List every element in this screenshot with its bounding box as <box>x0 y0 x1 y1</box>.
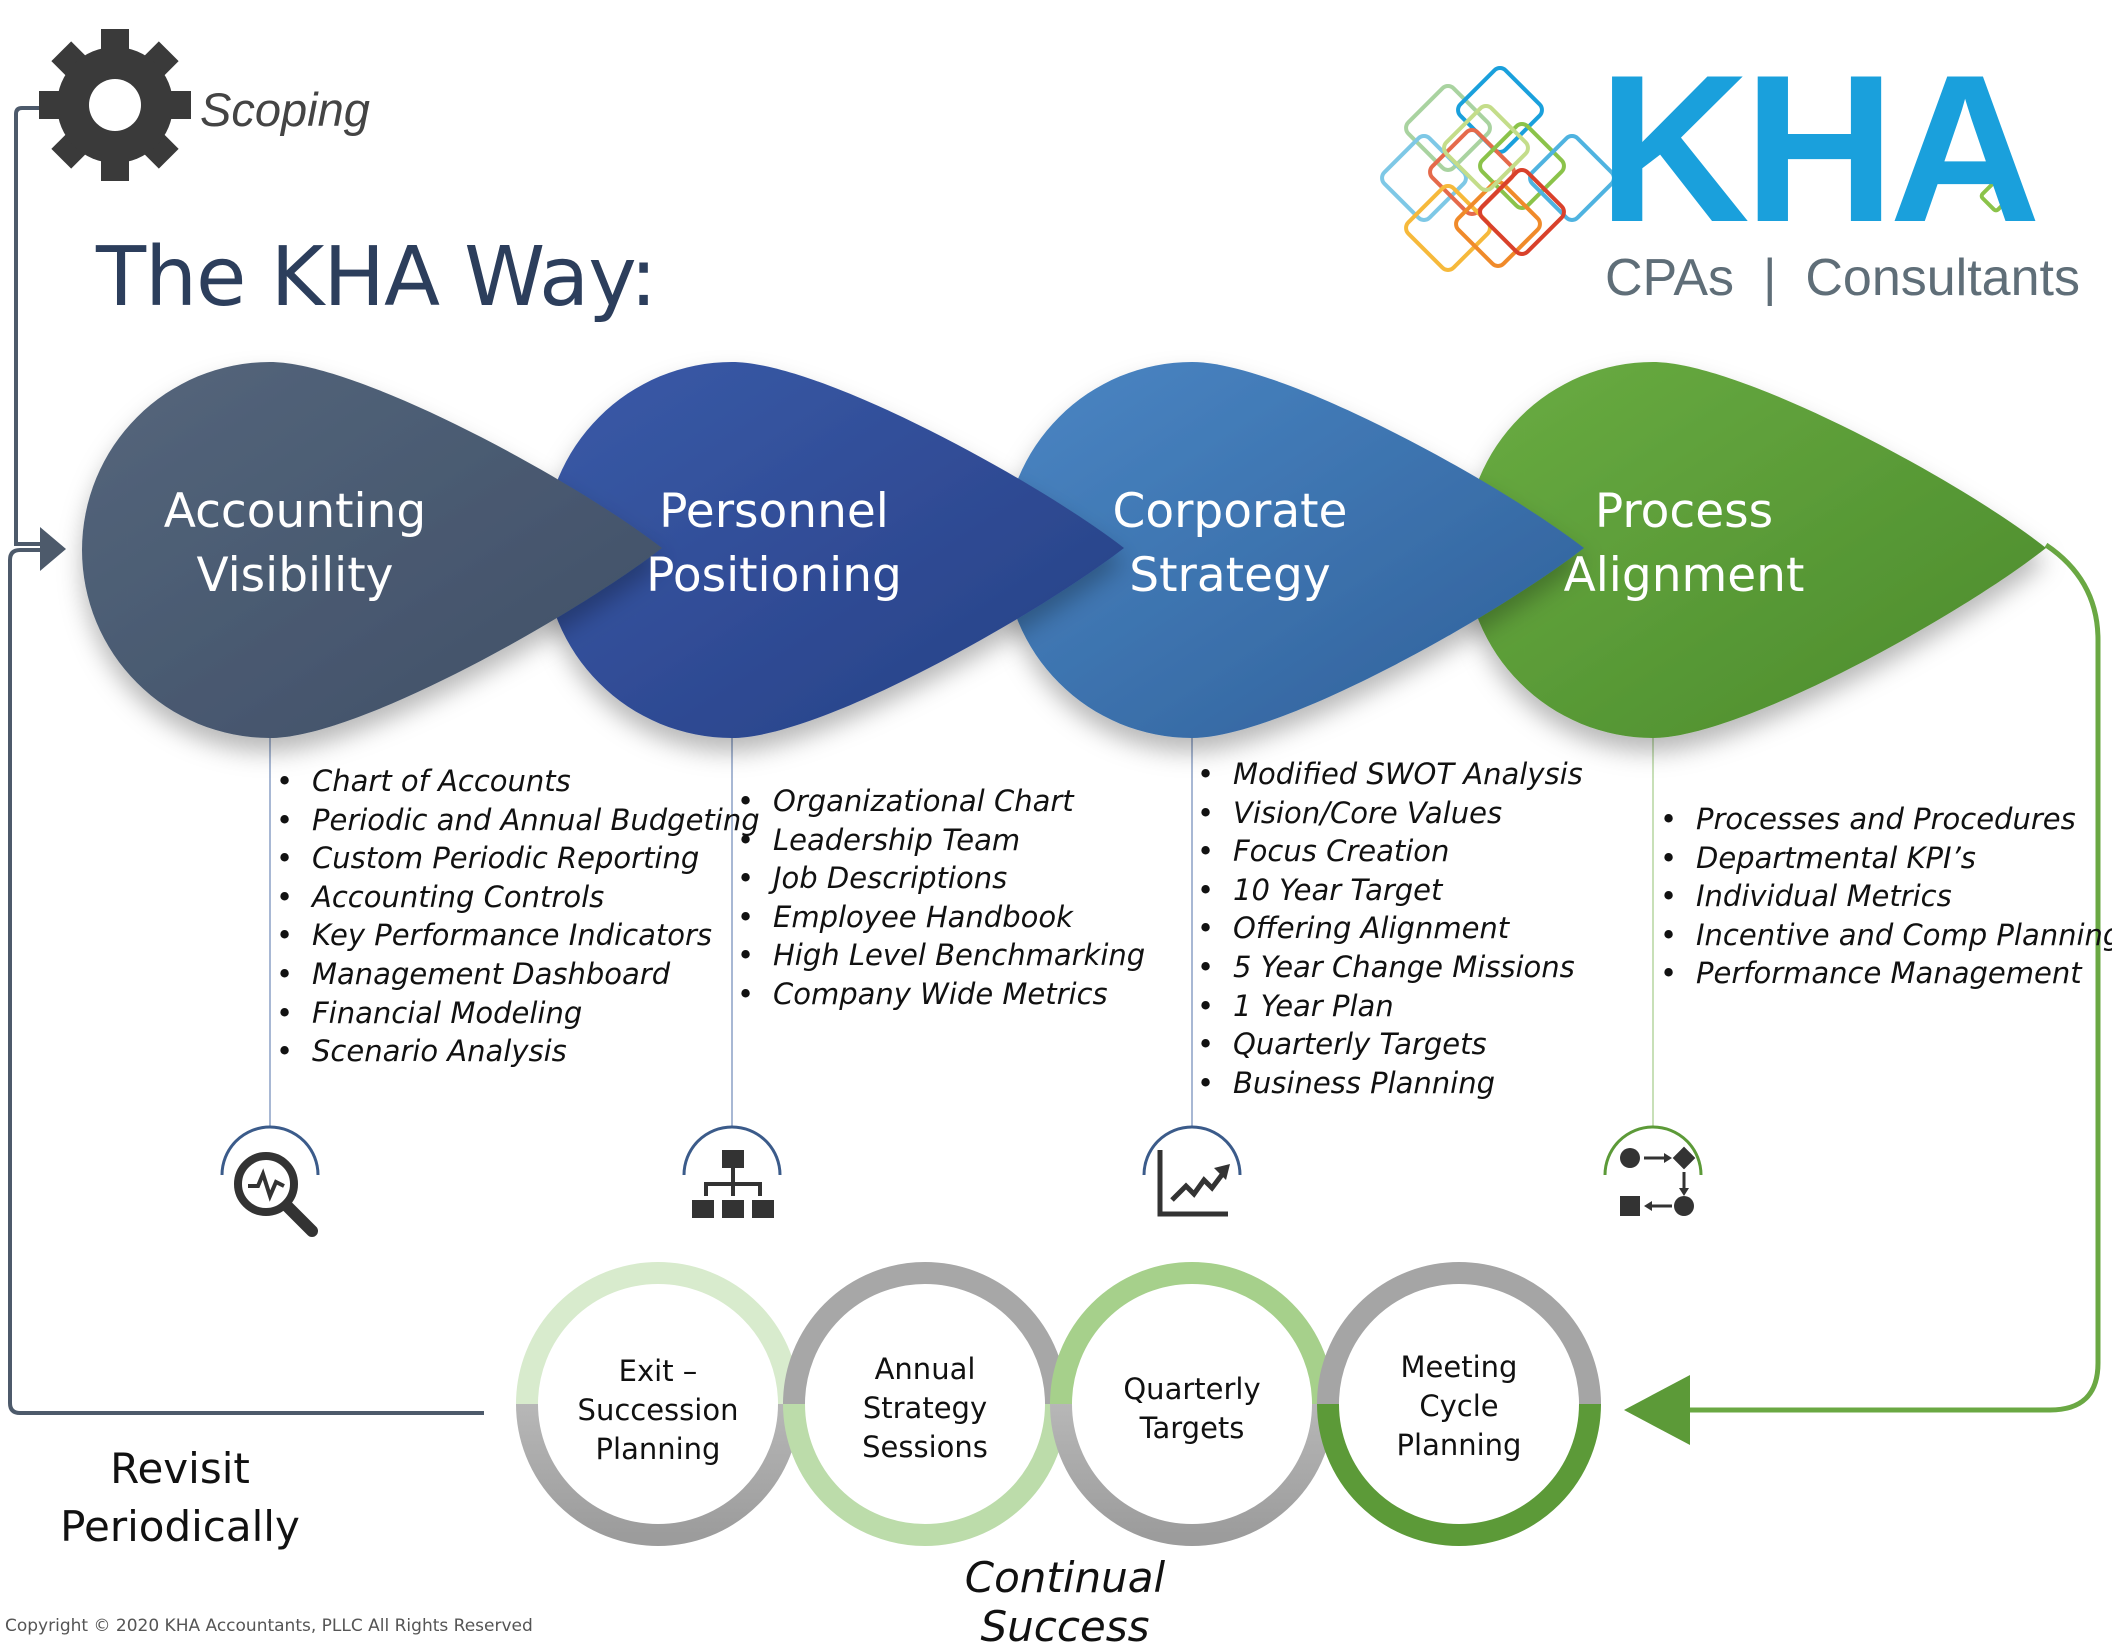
process-flow-icon <box>1620 1146 1696 1216</box>
list-item: Custom Periodic Reporting <box>276 839 760 878</box>
list-item: 5 Year Change Missions <box>1197 948 1583 987</box>
list-item: Financial Modeling <box>276 994 760 1033</box>
cycle-label-line: Sessions <box>862 1430 988 1464</box>
cycle-label-line: Annual <box>874 1352 976 1386</box>
stage-label-line: Positioning <box>646 548 902 603</box>
list-item: Offering Alignment <box>1197 909 1583 948</box>
stage-label-line: Accounting <box>163 484 427 539</box>
list-item: Job Descriptions <box>737 859 1145 898</box>
stage-shape-accounting <box>82 362 662 738</box>
cycle-label-line: Cycle <box>1419 1389 1499 1423</box>
copyright-notice: Copyright © 2020 KHA Accountants, PLLC A… <box>5 1616 533 1636</box>
analytics-magnifier-icon <box>234 1152 318 1237</box>
cycle-label-line: Quarterly <box>1123 1372 1261 1406</box>
scoping-loop-line <box>14 106 52 546</box>
list-item: Employee Handbook <box>737 898 1145 937</box>
revisit-line: Periodically <box>60 1502 300 1551</box>
stage-label-process: Process Alignment <box>1474 480 1894 608</box>
return-arrowhead <box>1624 1375 1690 1445</box>
stage-shape-process <box>1465 362 2046 738</box>
stage-label-line: Process <box>1594 484 1774 539</box>
stage-label-line: Visibility <box>196 548 394 603</box>
cycle-label-line: Succession <box>577 1393 739 1427</box>
gear-icon <box>39 29 191 181</box>
list-item: Vision/Core Values <box>1197 794 1583 833</box>
cycle-ring-4-bottom <box>1317 1403 1601 1546</box>
accounting-deliverables-list: Chart of Accounts Periodic and Annual Bu… <box>276 762 760 1071</box>
cycle-label-exit-succession: Exit – Succession Planning <box>558 1352 758 1469</box>
stage-shape-personnel <box>544 362 1124 738</box>
list-item: Focus Creation <box>1197 832 1583 871</box>
cycle-ring-2-bottom <box>783 1403 1067 1546</box>
list-item: Performance Management <box>1660 954 2112 993</box>
list-item: Chart of Accounts <box>276 762 760 801</box>
scoping-arrowhead <box>40 527 66 571</box>
growth-chart-icon <box>1157 1150 1230 1217</box>
kha-logo-text: KHA <box>1598 31 2041 266</box>
cycle-ring-1-bottom <box>516 1403 800 1546</box>
process-deliverables-list: Processes and Procedures Departmental KP… <box>1660 800 2112 993</box>
stage-label-line: Corporate <box>1112 484 1348 539</box>
cycle-label-line: Exit – <box>618 1354 698 1388</box>
stage-label-corporate: Corporate Strategy <box>1020 480 1440 608</box>
cycle-label-meeting-cycle: Meeting Cycle Planning <box>1359 1348 1559 1465</box>
list-item: High Level Benchmarking <box>737 936 1145 975</box>
list-item: Leadership Team <box>737 821 1145 860</box>
list-item: Key Performance Indicators <box>276 916 760 955</box>
list-item: Modified SWOT Analysis <box>1197 755 1583 794</box>
stage-label-line: Alignment <box>1563 548 1805 603</box>
cycle-label-line: Meeting <box>1400 1350 1518 1384</box>
list-item: Management Dashboard <box>276 955 760 994</box>
cycle-rings <box>516 1262 1601 1546</box>
cycle-label-line: Strategy <box>862 1391 988 1425</box>
personnel-deliverables-list: Organizational Chart Leadership Team Job… <box>737 782 1145 1014</box>
revisit-periodically-label: Revisit Periodically <box>40 1440 320 1556</box>
list-item: Organizational Chart <box>737 782 1145 821</box>
icon-arc-personnel <box>682 1125 782 1176</box>
stage-label-personnel: Personnel Positioning <box>564 480 984 608</box>
kha-logo-mark <box>1380 66 2013 272</box>
cycle-ring-3-top <box>1050 1262 1334 1405</box>
page-title: The KHA Way: <box>96 230 657 325</box>
icon-arc-corporate <box>1142 1125 1242 1176</box>
cycle-ring-3-bottom <box>1050 1403 1334 1546</box>
cycle-ring-1-top <box>516 1262 800 1405</box>
cycle-ring-2-top <box>783 1262 1067 1405</box>
org-chart-icon <box>692 1150 774 1218</box>
cycle-label-quarterly-targets: Quarterly Targets <box>1092 1370 1292 1448</box>
list-item: 10 Year Target <box>1197 871 1583 910</box>
list-item: Company Wide Metrics <box>737 975 1145 1014</box>
list-item: Periodic and Annual Budgeting <box>276 801 760 840</box>
list-item: Business Planning <box>1197 1064 1583 1103</box>
list-item: Scenario Analysis <box>276 1032 760 1071</box>
stage-label-accounting: Accounting Visibility <box>85 480 505 608</box>
stage-label-line: Personnel <box>659 484 889 539</box>
stage-label-line: Strategy <box>1129 548 1331 603</box>
revisit-line: Revisit <box>110 1444 250 1493</box>
kha-logo-subtitle: CPAs | Consultants <box>1605 249 2080 307</box>
cycle-ring-4-top <box>1317 1262 1601 1405</box>
icon-arc-process <box>1603 1125 1703 1176</box>
list-item: Accounting Controls <box>276 878 760 917</box>
list-item: Quarterly Targets <box>1197 1025 1583 1064</box>
list-item: Incentive and Comp Planning <box>1660 916 2112 955</box>
icon-arc-accounting <box>220 1125 320 1176</box>
continual-success-label: Continual Success <box>964 1553 1166 1651</box>
list-item: Individual Metrics <box>1660 877 2112 916</box>
list-item: 1 Year Plan <box>1197 987 1583 1026</box>
revisit-loop-line <box>8 548 484 1415</box>
stage-shape-corporate <box>1004 362 1584 738</box>
cycle-label-line: Planning <box>1396 1428 1522 1462</box>
corporate-deliverables-list: Modified SWOT Analysis Vision/Core Value… <box>1197 755 1583 1102</box>
cycle-label-line: Planning <box>595 1432 721 1466</box>
scoping-label: Scoping <box>200 83 370 136</box>
list-item: Departmental KPI’s <box>1660 839 2112 878</box>
cycle-label-line: Targets <box>1139 1411 1245 1445</box>
cycle-label-annual-strategy: Annual Strategy Sessions <box>825 1350 1025 1467</box>
return-loop-line <box>1690 542 2101 1413</box>
list-item: Processes and Procedures <box>1660 800 2112 839</box>
